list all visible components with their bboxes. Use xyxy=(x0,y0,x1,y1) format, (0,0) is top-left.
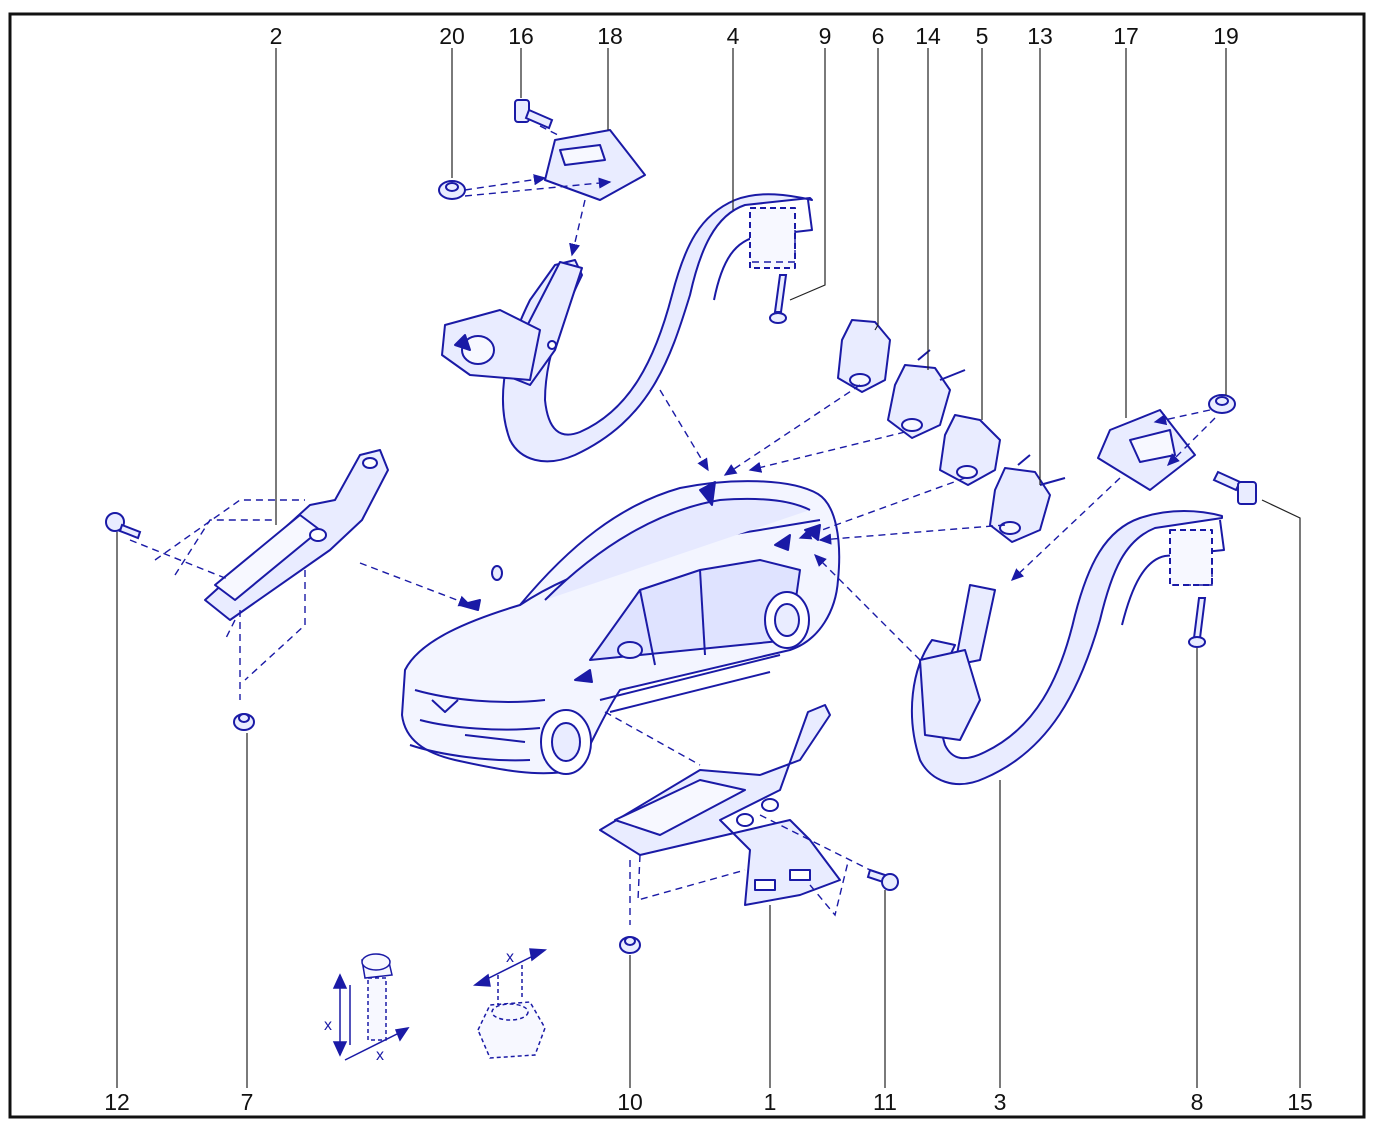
bolt-length-label: x xyxy=(324,1017,332,1034)
nut-dimension-legend xyxy=(472,948,548,1059)
part-20-nut xyxy=(438,180,466,200)
callout-7: 7 xyxy=(241,1089,254,1115)
nut-size-label: x xyxy=(506,949,514,966)
callout-19: 19 xyxy=(1213,23,1239,49)
part-7-nut xyxy=(233,713,255,731)
part-2-hinge xyxy=(204,449,389,621)
part-10-nut xyxy=(619,936,641,954)
part-6-hinge xyxy=(837,319,891,393)
callout-2: 2 xyxy=(270,23,283,49)
callout-14: 14 xyxy=(915,23,941,49)
callout-9: 9 xyxy=(819,23,832,49)
callout-16: 16 xyxy=(508,23,534,49)
part-13-hinge xyxy=(989,454,1066,543)
part-1-hinge xyxy=(599,704,841,906)
part-3-rail xyxy=(911,510,1225,786)
callout-4: 4 xyxy=(727,23,740,49)
callout-1: 1 xyxy=(764,1089,777,1115)
bolt-diameter-label: x xyxy=(376,1047,384,1064)
callout-11: 11 xyxy=(873,1089,897,1115)
part-17-bracket xyxy=(1097,409,1196,491)
callout-17: 17 xyxy=(1113,23,1139,49)
callout-20: 20 xyxy=(439,23,465,49)
callout-numbers: 2 20 16 18 4 9 6 14 5 13 17 19 12 7 10 1… xyxy=(104,23,1313,1115)
car-illustration xyxy=(401,480,841,775)
callout-13: 13 xyxy=(1027,23,1053,49)
callout-leader-lines xyxy=(116,48,1301,1088)
callout-10: 10 xyxy=(617,1089,643,1115)
callout-8: 8 xyxy=(1191,1089,1204,1115)
part-19-nut xyxy=(1208,394,1236,414)
assembly-dashed-lines xyxy=(129,125,1216,925)
part-15-pin xyxy=(1212,470,1257,505)
callout-12: 12 xyxy=(104,1089,130,1115)
callout-3: 3 xyxy=(994,1089,1007,1115)
upper-left-hinge-assembly xyxy=(441,261,583,386)
callout-5: 5 xyxy=(976,23,989,49)
part-8-bolt xyxy=(1188,597,1207,648)
part-16-pin xyxy=(514,99,554,130)
callout-6: 6 xyxy=(872,23,885,49)
part-9-bolt xyxy=(769,274,788,324)
bolt-dimension-legend xyxy=(332,953,410,1061)
callout-15: 15 xyxy=(1287,1089,1313,1115)
part-12-bolt xyxy=(105,512,142,540)
part-5-hinge xyxy=(939,414,1001,486)
part-11-bolt xyxy=(866,868,899,891)
part-18-bracket xyxy=(544,129,646,201)
callout-18: 18 xyxy=(597,23,623,49)
